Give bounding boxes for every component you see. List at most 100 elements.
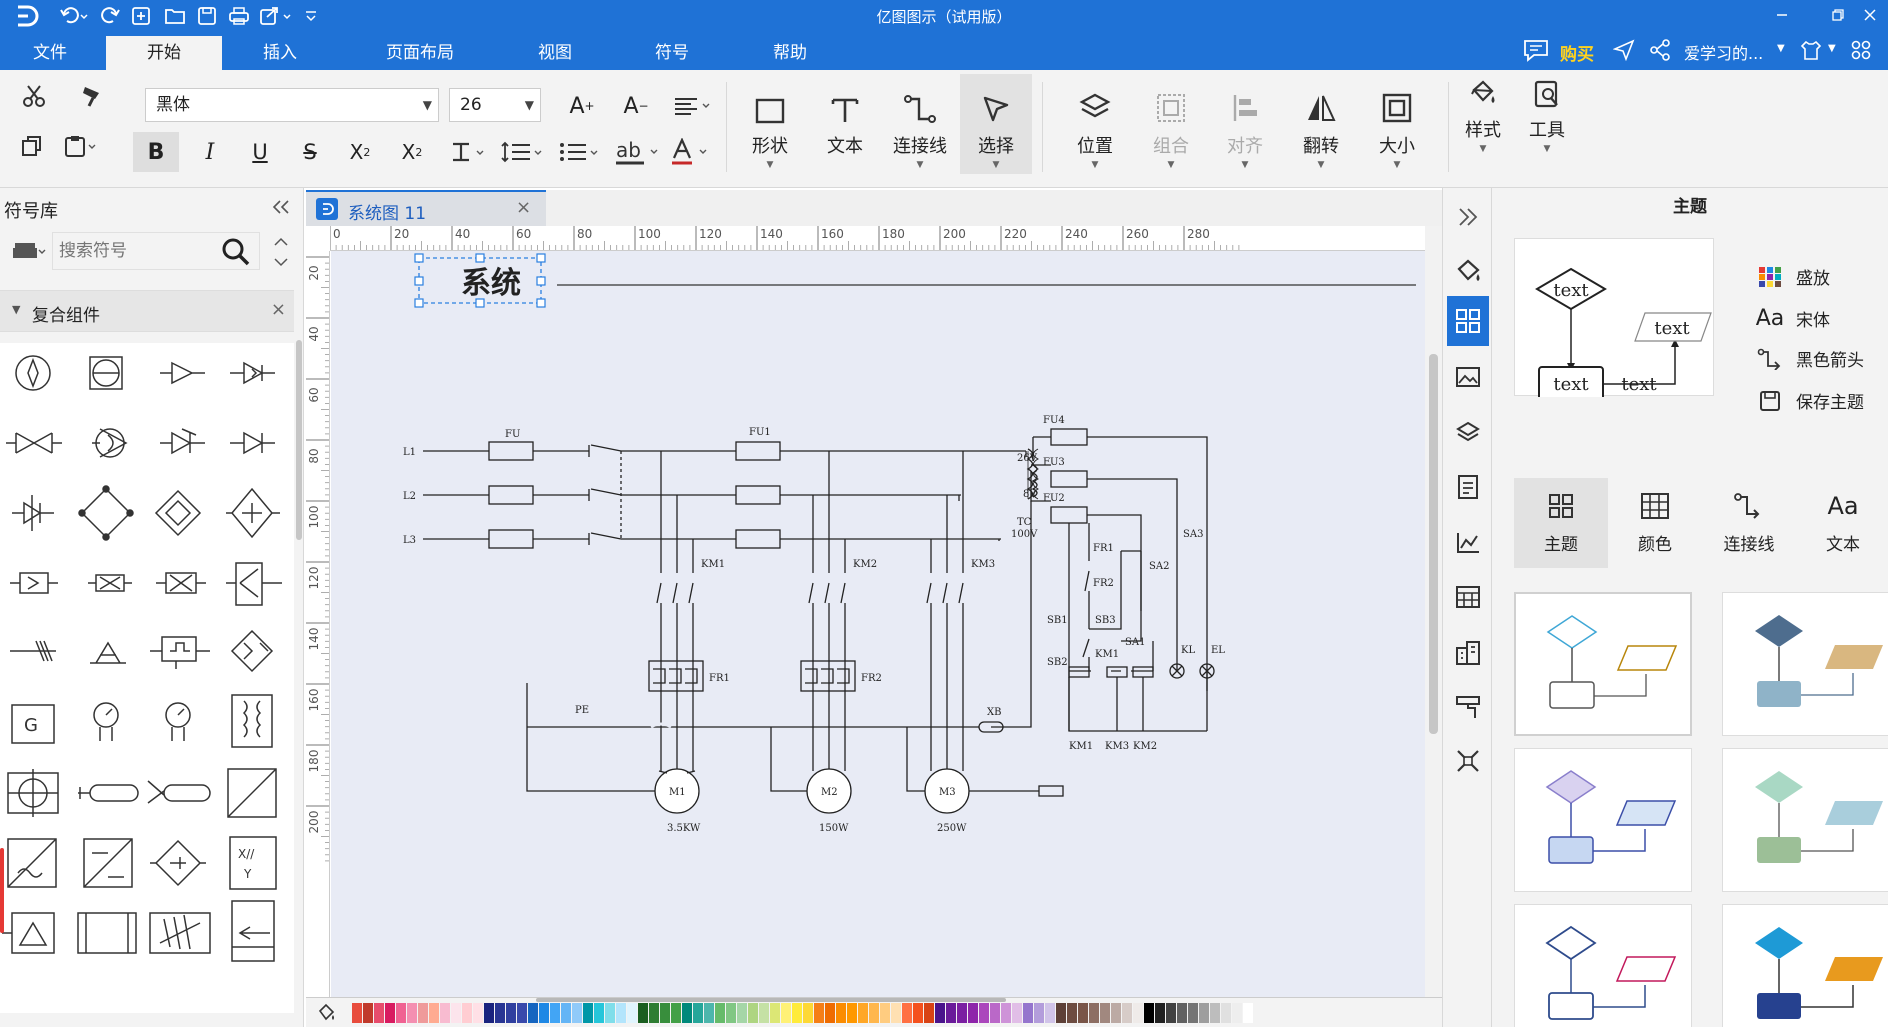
shape-tile[interactable]: [6, 432, 62, 454]
shape-tile[interactable]: G: [11, 704, 55, 744]
theme-option-bloom[interactable]: 盛放: [1752, 264, 1830, 289]
theme-card[interactable]: [1514, 904, 1692, 1027]
color-swatch[interactable]: [561, 1003, 571, 1023]
selection-handles[interactable]: [414, 253, 546, 308]
shape-tile[interactable]: [147, 780, 211, 804]
group-button[interactable]: 组合 ▼: [1136, 74, 1206, 174]
menu-tab-page-layout[interactable]: 页面布局: [386, 43, 454, 63]
skin-icon[interactable]: [1796, 36, 1826, 64]
undo-icon[interactable]: [56, 3, 92, 29]
cut-icon[interactable]: [14, 78, 54, 114]
shape-tile[interactable]: [93, 702, 119, 741]
shape-tile[interactable]: [149, 912, 211, 954]
color-swatch[interactable]: [913, 1003, 923, 1023]
select-tool-button[interactable]: 选择 ▼: [960, 74, 1032, 174]
buy-button[interactable]: 购买: [1560, 45, 1594, 65]
search-icon[interactable]: [219, 236, 253, 268]
color-swatch[interactable]: [891, 1003, 901, 1023]
size-button[interactable]: 大小 ▼: [1362, 74, 1432, 174]
color-swatch[interactable]: [407, 1003, 417, 1023]
paste-icon[interactable]: [60, 128, 100, 164]
color-swatch[interactable]: [363, 1003, 373, 1023]
color-swatch[interactable]: [1232, 1003, 1242, 1023]
shape-tile[interactable]: [230, 629, 274, 673]
shape-tile[interactable]: [7, 769, 59, 817]
color-swatch[interactable]: [803, 1003, 813, 1023]
table-panel-icon[interactable]: [1443, 572, 1493, 622]
line-spacing-icon[interactable]: [498, 132, 546, 172]
shape-tile[interactable]: [15, 355, 51, 391]
theme-option-font[interactable]: Aa 宋体: [1752, 306, 1830, 331]
color-swatch[interactable]: [506, 1003, 516, 1023]
theme-option-arrow[interactable]: 黑色箭头: [1752, 346, 1864, 371]
close-button[interactable]: [1852, 2, 1888, 28]
color-swatch[interactable]: [1155, 1003, 1165, 1023]
color-swatch[interactable]: [572, 1003, 582, 1023]
color-swatch[interactable]: [968, 1003, 978, 1023]
theme-panel-icon[interactable]: [1447, 296, 1489, 346]
print-icon[interactable]: [222, 3, 256, 29]
color-swatch[interactable]: [1199, 1003, 1209, 1023]
format-panel-icon[interactable]: [1443, 682, 1493, 732]
color-swatch[interactable]: [1111, 1003, 1121, 1023]
chart-panel-icon[interactable]: [1443, 518, 1493, 568]
menu-tab-view[interactable]: 视图: [538, 43, 572, 63]
user-dropdown-icon[interactable]: ▼: [1777, 43, 1785, 54]
shape-tile[interactable]: [226, 562, 282, 606]
increase-font-icon[interactable]: A+: [569, 93, 595, 119]
canvas-vertical-scrollbar[interactable]: [1425, 226, 1442, 997]
color-swatch[interactable]: [682, 1003, 692, 1023]
symbol-search-input[interactable]: [59, 238, 209, 264]
horizontal-scrollbar-thumb[interactable]: [536, 998, 1006, 1002]
underline-button[interactable]: U: [252, 140, 268, 164]
color-swatch[interactable]: [880, 1003, 890, 1023]
shape-tile[interactable]: [88, 574, 132, 592]
image-panel-icon[interactable]: [1443, 352, 1493, 402]
text-highlight-icon[interactable]: ab: [612, 132, 664, 172]
text-tool-button[interactable]: 文本: [810, 74, 880, 174]
color-swatch[interactable]: [605, 1003, 615, 1023]
shape-tile[interactable]: [89, 356, 123, 390]
color-swatch[interactable]: [1001, 1003, 1011, 1023]
format-painter-icon[interactable]: [72, 78, 112, 114]
color-swatch[interactable]: [374, 1003, 384, 1023]
scroll-up-icon[interactable]: [268, 232, 294, 252]
color-swatch[interactable]: [1056, 1003, 1066, 1023]
color-swatch[interactable]: [429, 1003, 439, 1023]
color-swatch[interactable]: [858, 1003, 868, 1023]
app-logo[interactable]: [10, 3, 44, 29]
menu-tab-help[interactable]: 帮助: [773, 43, 807, 63]
color-swatch[interactable]: [1045, 1003, 1055, 1023]
connector-tool-button[interactable]: 连接线 ▼: [885, 74, 955, 174]
fill-panel-icon[interactable]: [1443, 246, 1493, 296]
theme-card[interactable]: [1514, 748, 1692, 892]
redo-icon[interactable]: [94, 3, 128, 29]
strikethrough-button[interactable]: S: [303, 140, 317, 164]
shape-tile[interactable]: [78, 485, 134, 541]
color-swatch[interactable]: [924, 1003, 934, 1023]
color-swatch[interactable]: [473, 1003, 483, 1023]
menu-tab-file[interactable]: 文件: [33, 43, 67, 63]
color-swatch[interactable]: [583, 1003, 593, 1023]
shape-tile[interactable]: [230, 361, 275, 385]
color-swatch[interactable]: [539, 1003, 549, 1023]
scroll-down-icon[interactable]: [268, 252, 294, 272]
color-swatch[interactable]: [1100, 1003, 1110, 1023]
shape-tile[interactable]: [78, 784, 139, 802]
menu-tab-insert[interactable]: 插入: [263, 43, 297, 63]
color-swatch[interactable]: [550, 1003, 560, 1023]
color-swatch[interactable]: [1166, 1003, 1176, 1023]
color-swatch[interactable]: [836, 1003, 846, 1023]
color-swatch[interactable]: [671, 1003, 681, 1023]
diagram-title[interactable]: 系统: [461, 266, 521, 301]
color-swatch[interactable]: [704, 1003, 714, 1023]
scrollbar-thumb[interactable]: [1429, 354, 1438, 734]
color-swatch[interactable]: [946, 1003, 956, 1023]
collapse-panel-icon[interactable]: [266, 194, 296, 220]
restore-button[interactable]: [1818, 2, 1858, 28]
color-swatch[interactable]: [1067, 1003, 1077, 1023]
color-swatch[interactable]: [352, 1003, 362, 1023]
color-swatch[interactable]: [517, 1003, 527, 1023]
shape-tool-button[interactable]: 形状 ▼: [735, 74, 805, 174]
